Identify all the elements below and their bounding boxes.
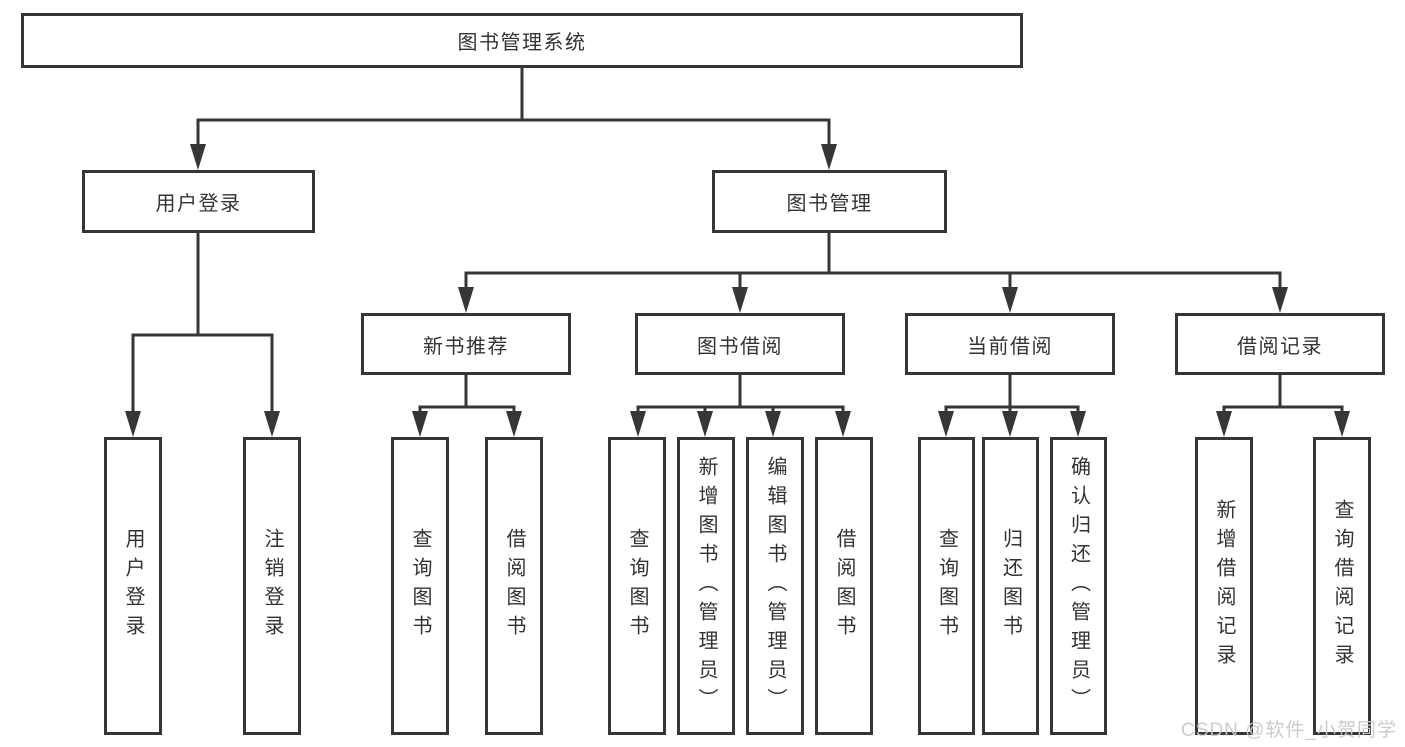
node-borrow-records-label: 借阅记录 — [1237, 335, 1323, 358]
leaf-borrow-book: 借阅图书 — [815, 437, 873, 735]
arrowhead-icon — [506, 411, 522, 437]
arrowhead-icon — [697, 411, 713, 437]
leaf-user-login: 用户登录 — [104, 437, 162, 735]
arrowhead-icon — [765, 411, 781, 437]
leaf-current-confirm-return-admin-label: 确认归还（管理员） — [1067, 455, 1090, 717]
leaf-user-login-label: 用户登录 — [122, 528, 144, 644]
node-root-label: 图书管理系统 — [457, 32, 587, 54]
leaf-borrow-query: 查询图书 — [608, 437, 666, 735]
leaf-current-query: 查询图书 — [918, 437, 975, 735]
arrowhead-icon — [1216, 411, 1232, 437]
arrowhead-icon — [1002, 287, 1018, 313]
node-new-book-recommend: 新书推荐 — [361, 313, 571, 375]
arrowhead-icon — [835, 411, 851, 437]
node-current-borrow: 当前借阅 — [905, 313, 1115, 375]
leaf-records-query-label: 查询借阅记录 — [1331, 499, 1353, 673]
leaf-current-confirm-return-admin: 确认归还（管理员） — [1050, 437, 1107, 735]
leaf-records-add-label: 新增借阅记录 — [1213, 499, 1235, 673]
leaf-borrow-query-label: 查询图书 — [626, 528, 648, 644]
leaf-newbooks-query: 查询图书 — [391, 437, 449, 735]
leaf-borrow-edit-admin: 编辑图书（管理员） — [746, 437, 804, 735]
leaf-newbooks-borrow-label: 借阅图书 — [503, 528, 525, 644]
node-current-borrow-label: 当前借阅 — [967, 335, 1053, 358]
arrowhead-icon — [938, 411, 954, 437]
arrowhead-icon — [821, 144, 837, 170]
node-new-book-recommend-label: 新书推荐 — [423, 335, 509, 358]
leaf-newbooks-query-label: 查询图书 — [409, 528, 431, 644]
node-book-management-label: 图书管理 — [786, 193, 873, 215]
node-book-borrow-label: 图书借阅 — [697, 335, 783, 358]
node-root: 图书管理系统 — [21, 13, 1023, 68]
arrowhead-icon — [412, 411, 428, 437]
leaf-borrow-add-admin-label: 新增图书（管理员） — [695, 455, 717, 717]
node-book-management: 图书管理 — [712, 170, 947, 233]
leaf-logout: 注销登录 — [243, 437, 301, 735]
leaf-current-return: 归还图书 — [982, 437, 1039, 735]
arrowhead-icon — [1334, 411, 1350, 437]
leaf-newbooks-borrow: 借阅图书 — [485, 437, 543, 735]
arrowhead-icon — [190, 144, 206, 170]
leaf-records-add: 新增借阅记录 — [1195, 437, 1253, 735]
node-book-borrow: 图书借阅 — [635, 313, 845, 375]
node-borrow-records: 借阅记录 — [1175, 313, 1385, 375]
leaf-current-return-label: 归还图书 — [999, 528, 1022, 644]
leaf-borrow-edit-admin-label: 编辑图书（管理员） — [764, 455, 786, 717]
arrowhead-icon — [630, 411, 646, 437]
leaf-borrow-book-label: 借阅图书 — [833, 528, 855, 644]
leaf-logout-label: 注销登录 — [261, 528, 283, 644]
arrowhead-icon — [1272, 287, 1288, 313]
csdn-watermark: CSDN @软件_小贺同学 — [1181, 720, 1397, 741]
arrowhead-icon — [458, 287, 474, 313]
leaf-borrow-add-admin: 新增图书（管理员） — [677, 437, 735, 735]
leaf-records-query: 查询借阅记录 — [1313, 437, 1371, 735]
arrowhead-icon — [125, 411, 141, 437]
arrowhead-icon — [264, 411, 280, 437]
arrowhead-icon — [1070, 411, 1086, 437]
arrowhead-icon — [732, 287, 748, 313]
leaf-current-query-label: 查询图书 — [935, 528, 958, 644]
node-user-login-label: 用户登录 — [155, 193, 242, 215]
arrowhead-icon — [1002, 411, 1018, 437]
node-user-login: 用户登录 — [82, 170, 315, 233]
